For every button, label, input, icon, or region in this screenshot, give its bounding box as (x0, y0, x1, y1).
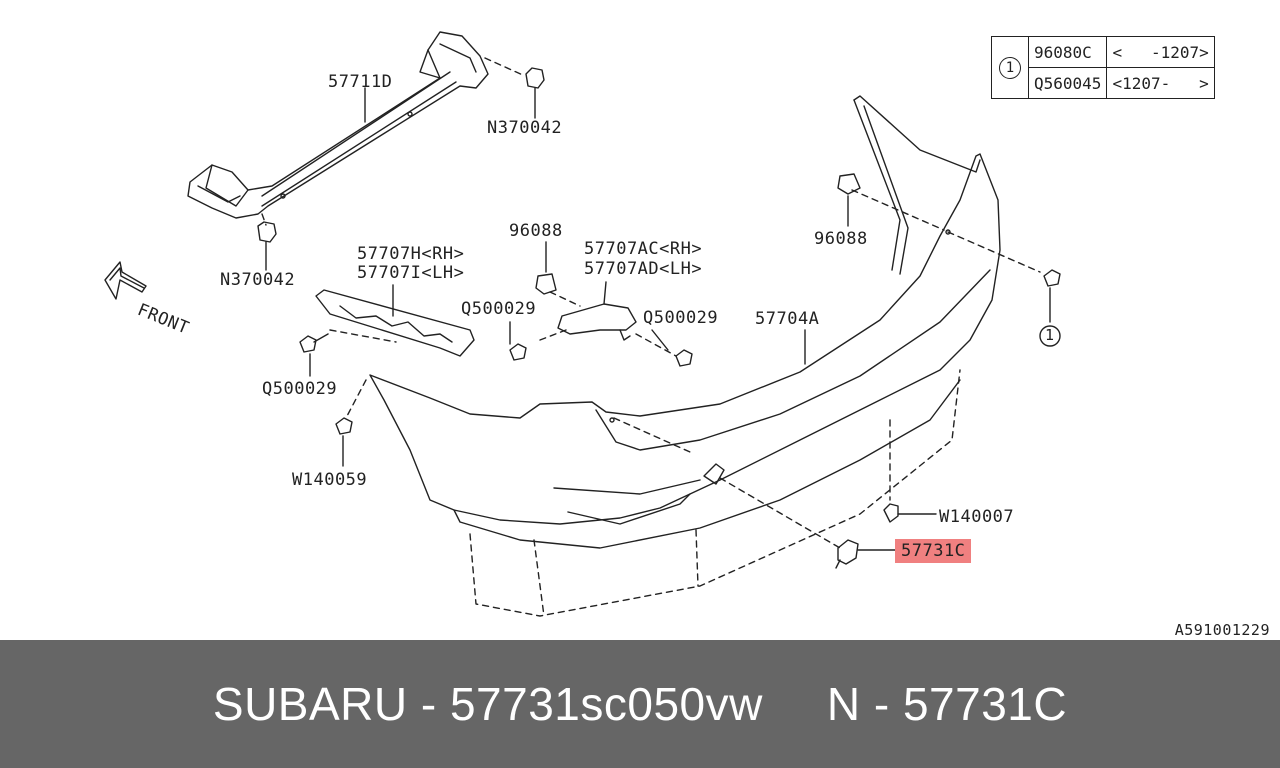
reference-table: 1 96080C < -1207> Q560045 <1207- > (991, 36, 1215, 99)
side-bracket-right (558, 282, 636, 340)
reinforcement-beam (188, 32, 488, 218)
callout-cell: 1 (991, 36, 1029, 99)
part-label-57707AD: 57707AD<LH> (584, 259, 703, 279)
clip-icon (536, 274, 556, 294)
part-label-57711D: 57711D (328, 72, 393, 92)
part-label-W140007: W140007 (939, 507, 1015, 527)
part-label-N370042: N370042 (220, 270, 296, 290)
brand-part-number: SUBARU - 57731sc050vw (212, 678, 763, 730)
table-row: Q560045 <1207- > (992, 67, 1215, 99)
oem-part-number: N - 57731C (826, 678, 1068, 730)
screw-icon (1044, 270, 1060, 286)
part-label-Q500029: Q500029 (461, 299, 537, 319)
part-label-57707I: 57707I<LH> (357, 263, 465, 283)
table-cell-range: <1207- > (1106, 67, 1215, 99)
nut-icon (258, 68, 544, 242)
callout-number: 1 (1045, 326, 1055, 344)
diagram-drawing (0, 0, 1061, 640)
clip-icon (838, 174, 860, 194)
part-label-57707AC: 57707AC<RH> (584, 239, 703, 259)
screw-icon (300, 334, 328, 352)
side-bracket-left (316, 285, 474, 356)
part-label-96088: 96088 (814, 229, 868, 249)
part-label-96088: 96088 (509, 221, 563, 241)
parts-diagram: 57711D N370042 N370042 57707H<RH> 57707I… (0, 0, 1270, 640)
table-cell-part: 96080C (1027, 36, 1108, 68)
bumper-cover (370, 96, 1000, 548)
part-label-57704A: 57704A (755, 309, 820, 329)
table-cell-range: < -1207> (1106, 36, 1215, 68)
part-label-N370042: N370042 (487, 118, 563, 138)
part-label-Q500029: Q500029 (643, 308, 719, 328)
callout-circle (1039, 325, 1061, 347)
clip-icon (884, 504, 898, 522)
clip-icon (336, 418, 352, 434)
part-label-57731C-highlighted: 57731C (895, 539, 972, 563)
part-label-Q500029: Q500029 (262, 379, 338, 399)
part-number-banner: SUBARU - 57731sc050vw N - 57731C (0, 640, 1280, 768)
screw-icon (510, 344, 692, 366)
table-row: 1 96080C < -1207> (991, 36, 1215, 99)
diagram-code: A591001229 (1174, 621, 1270, 639)
part-label-W140059: W140059 (292, 470, 368, 490)
front-arrow-icon (105, 262, 146, 299)
part-label-57707H: 57707H<RH> (357, 244, 465, 264)
tow-hook-cover (836, 540, 858, 568)
table-cell-part: Q560045 (1027, 67, 1108, 99)
